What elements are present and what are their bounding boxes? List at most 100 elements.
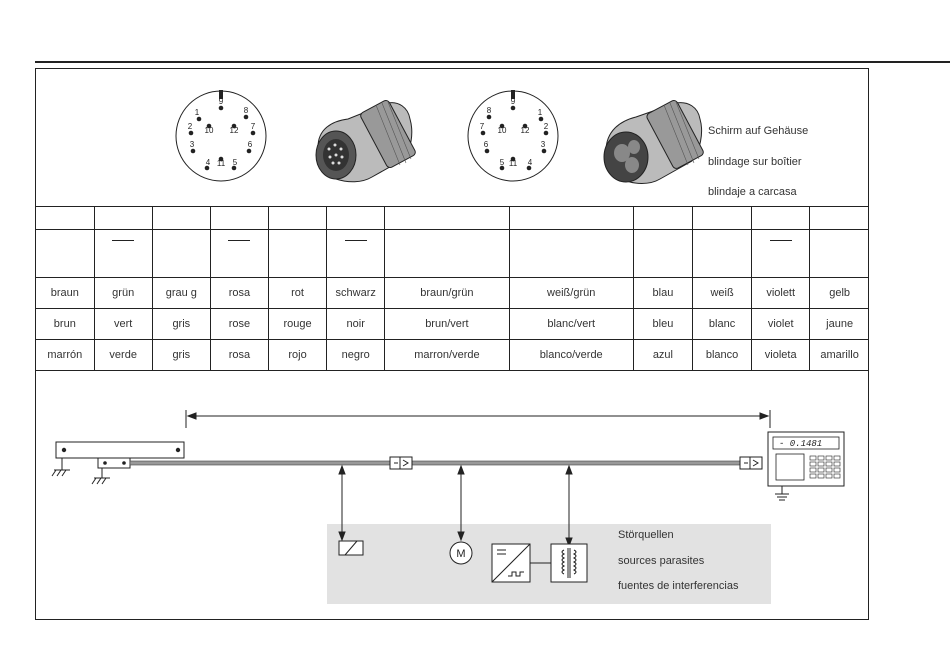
- pin-header-cell: [384, 206, 510, 230]
- plug-a-pin-number: 9: [219, 97, 224, 106]
- wire-color-de: blau: [632, 277, 693, 309]
- noise-label-es: fuentes de interferencias: [618, 580, 739, 592]
- plug-b-pin-dot: [522, 123, 528, 129]
- plug-b-pin-dot: [541, 148, 547, 154]
- plug-a-pin-dot: [206, 123, 212, 129]
- keypad-key: [809, 461, 817, 467]
- plug-a-pin-number: 12: [230, 126, 239, 135]
- interference-diagram: - 0.1481 M: [51, 410, 845, 604]
- plug-b-pin-number: 7: [480, 122, 485, 131]
- wire-color-es: verde: [93, 339, 153, 371]
- wire-color-es: azul: [632, 339, 693, 371]
- shield-label-de: Schirm auf Gehäuse: [708, 125, 809, 137]
- plug-a-pin-dot: [218, 156, 224, 162]
- pin-header-cell: [36, 206, 95, 230]
- wire-color-de: weiß: [691, 277, 752, 309]
- plug-a-pin-number: 11: [217, 159, 226, 168]
- plug-a-pin-number: 2: [188, 122, 193, 131]
- wire-color-de: grau g: [151, 277, 211, 309]
- plug-a-pin-dot: [231, 123, 237, 129]
- keypad-key: [817, 461, 825, 467]
- plug-a-pin-dot: [243, 114, 249, 120]
- wire-color-de: braun/grün: [384, 277, 510, 309]
- pin-header-cell: [809, 206, 869, 230]
- keypad-key: [825, 455, 833, 461]
- plug-illustration-a: [315, 100, 416, 183]
- plug-a-pin-number: 10: [205, 126, 214, 135]
- plug-b-pin-dot: [499, 123, 505, 129]
- wire-color-fr: violet: [751, 308, 810, 340]
- motor-label: M: [456, 548, 465, 560]
- plug-b-pin-dot: [543, 130, 549, 136]
- keypad-key: [825, 461, 833, 467]
- shield-label-es: blindaje a carcasa: [708, 186, 797, 198]
- plug-b-pin-dot: [486, 114, 492, 120]
- pin-marker-cell: [93, 229, 153, 278]
- frequency-converter-symbol: [491, 543, 531, 583]
- plug-a-pin-number: 3: [190, 140, 195, 149]
- relay-coil-symbol: [338, 540, 364, 556]
- pin-marker-bar: [228, 240, 251, 241]
- ground-symbol-scale: [51, 458, 110, 485]
- cable-connector-end: [739, 456, 763, 470]
- keypad-key: [809, 455, 817, 461]
- wire-color-fr: brun/vert: [384, 308, 510, 340]
- pin-header-cell: [326, 206, 385, 230]
- coupling-arrows: [338, 464, 573, 548]
- wire-color-es: gris: [151, 339, 211, 371]
- plug-a-pin-number: 5: [233, 158, 238, 167]
- plug-a-pin-dot: [190, 148, 196, 154]
- plug-b-pin-number: 12: [521, 126, 530, 135]
- keypad-key: [833, 455, 841, 461]
- wire-color-fr: brun: [36, 308, 95, 340]
- keypad-key: [809, 473, 817, 479]
- keypad-key: [817, 455, 825, 461]
- noise-label-fr: sources parasites: [618, 555, 705, 567]
- plug-b-pin-dot: [526, 165, 532, 171]
- plug-a-pin-dot: [196, 116, 202, 122]
- length-dimension-arrow: [185, 410, 771, 428]
- pin-marker-cell: [209, 229, 269, 278]
- plug-a-pin-number: 8: [244, 106, 249, 115]
- plug-a-pin-number: 1: [195, 108, 200, 117]
- plug-a-pin-dot: [218, 105, 224, 111]
- pin-marker-cell: [809, 229, 869, 278]
- wire-color-de: violett: [751, 277, 810, 309]
- wire-color-es: marrón: [36, 339, 95, 371]
- pin-marker-bar: [112, 240, 135, 241]
- pin-marker-cell: [632, 229, 693, 278]
- pin-header-cell: [267, 206, 327, 230]
- plug-b-pin-number: 5: [500, 158, 505, 167]
- wire-color-de: weiß/grün: [508, 277, 634, 309]
- wire-color-de: gelb: [809, 277, 869, 309]
- pin-marker-cell: [508, 229, 634, 278]
- plug-b-pin-number: 8: [487, 106, 492, 115]
- wire-color-es: amarillo: [809, 339, 869, 371]
- pin-marker-cell: [151, 229, 211, 278]
- wire-color-es: marron/verde: [384, 339, 510, 371]
- plug-b-pin-dot: [510, 156, 516, 162]
- pin-marker-cell: [267, 229, 327, 278]
- wire-color-fr: blanc: [691, 308, 752, 340]
- keypad-key: [825, 467, 833, 473]
- wire-color-es: blanco: [691, 339, 752, 371]
- plug-a-pin-number: 7: [251, 122, 256, 131]
- wire-color-de: rot: [267, 277, 327, 309]
- plug-a-pin-number: 6: [248, 140, 253, 149]
- plug-b-pin-number: 9: [511, 97, 516, 106]
- plug-b-pin-dot: [510, 105, 516, 111]
- wire-color-fr: vert: [93, 308, 153, 340]
- pin-header-cell: [93, 206, 153, 230]
- plug-a-pin-dot: [246, 148, 252, 154]
- wire-color-de: rosa: [209, 277, 269, 309]
- wire-color-fr: noir: [326, 308, 385, 340]
- pin-header-cell: [751, 206, 810, 230]
- wire-color-fr: jaune: [809, 308, 869, 340]
- plug-b-pin-number: 11: [509, 159, 518, 168]
- wire-color-es: negro: [326, 339, 385, 371]
- wire-color-es: rojo: [267, 339, 327, 371]
- transformer-symbol: [530, 543, 588, 583]
